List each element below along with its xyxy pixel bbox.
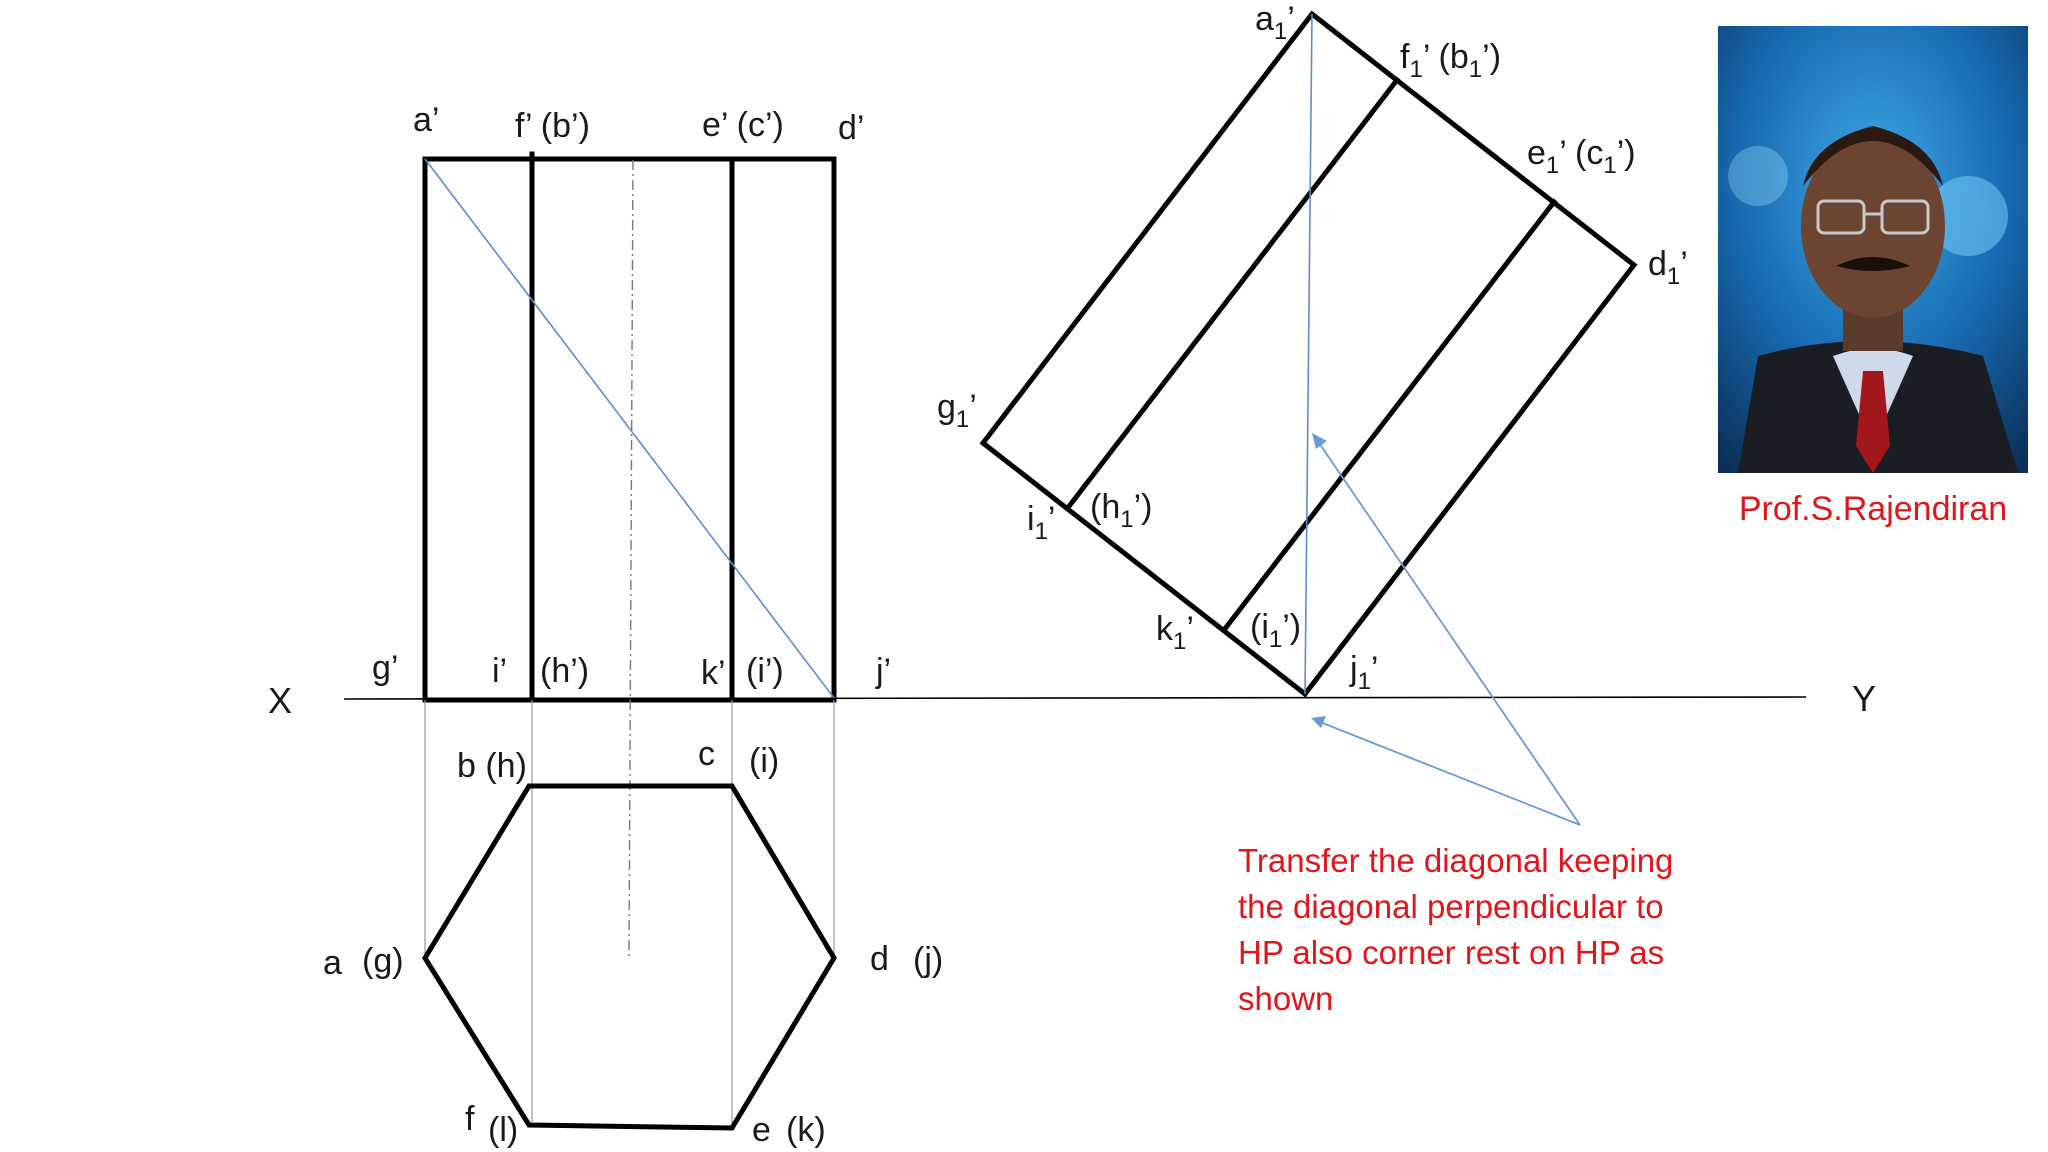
front-view-diagonal <box>424 158 835 699</box>
y-axis-label: Y <box>1852 678 1876 719</box>
note-line-4: shown <box>1238 980 1334 1017</box>
label-j: (j) <box>913 941 943 979</box>
label-c: c <box>698 735 715 773</box>
arrow-line-upper <box>1316 439 1581 826</box>
label-d: d <box>870 940 889 978</box>
label-e1-prime-c1-prime: e1’ (c1’) <box>1527 134 1636 179</box>
label-j-prime: j’ <box>875 652 891 690</box>
label-i: (i) <box>749 742 779 780</box>
label-a: a <box>323 944 342 982</box>
label-k1-prime: k1’ <box>1156 610 1194 655</box>
label-h1-prime: (h1’) <box>1090 488 1152 533</box>
label-k: (k) <box>786 1111 826 1149</box>
arrow-head-lower <box>1311 716 1326 728</box>
front-view-outline <box>422 156 837 703</box>
top-view: b (h) c (i) a (g) d (j) f (l) e (k) <box>323 735 943 1149</box>
label-i1-prime: i1’ <box>1027 500 1055 545</box>
front-view-axis <box>628 159 634 959</box>
label-i2-prime: (i’) <box>746 652 784 690</box>
tilted-diagonal <box>1304 13 1313 695</box>
tilted-edge-f1-h1 <box>1066 76 1401 509</box>
top-view-hexagon <box>422 783 837 1131</box>
tilted-view: a1’ f1’ (b1’) e1’ (c1’) d1’ g1’ i1’ (h1’… <box>937 0 1688 826</box>
label-a-prime: a’ <box>413 101 439 139</box>
label-g1-prime: g1’ <box>937 388 977 433</box>
label-h-prime: (h’) <box>540 652 589 690</box>
label-i1-prime-hidden: (i1’) <box>1250 608 1301 653</box>
label-f: f <box>465 1100 475 1138</box>
label-g-prime: g’ <box>372 649 398 687</box>
label-l: (l) <box>488 1111 518 1149</box>
tilted-edge-e1-i1 <box>1220 198 1558 634</box>
arrow-head-upper <box>1312 433 1327 449</box>
label-e-prime-c-prime: e’ (c’) <box>702 106 784 144</box>
label-d1-prime: d1’ <box>1648 245 1688 290</box>
label-f1-prime-b1-prime: f1’ (b1’) <box>1400 38 1501 83</box>
label-j1-prime: j1’ <box>1349 650 1378 695</box>
front-view: a’ f’ (b’) e’ (c’) d’ g’ i’ (h’) k’ (i’)… <box>372 101 891 959</box>
author-credit: Prof.S.Rajendiran <box>1738 490 2008 528</box>
note-line-3: HP also corner rest on HP as <box>1238 934 1665 971</box>
instruction-note: Transfer the diagonal keeping the diagon… <box>1238 838 1718 1022</box>
label-k-prime: k’ <box>701 654 726 692</box>
label-d-prime: d’ <box>838 109 864 147</box>
author-photo <box>1718 26 2028 473</box>
projectors <box>424 700 835 1125</box>
label-b-h: b (h) <box>457 747 527 785</box>
label-a1-prime: a1’ <box>1255 0 1295 45</box>
x-axis-label: X <box>268 680 292 721</box>
arrow-line-lower <box>1319 721 1581 826</box>
note-line-2: the diagonal perpendicular to <box>1238 888 1664 925</box>
note-line-1: Transfer the diagonal keeping <box>1238 842 1674 879</box>
label-i-prime: i’ <box>492 652 507 690</box>
label-e: e <box>752 1111 771 1149</box>
label-g: (g) <box>362 942 404 980</box>
label-f-prime-b-prime: f’ (b’) <box>515 107 590 145</box>
